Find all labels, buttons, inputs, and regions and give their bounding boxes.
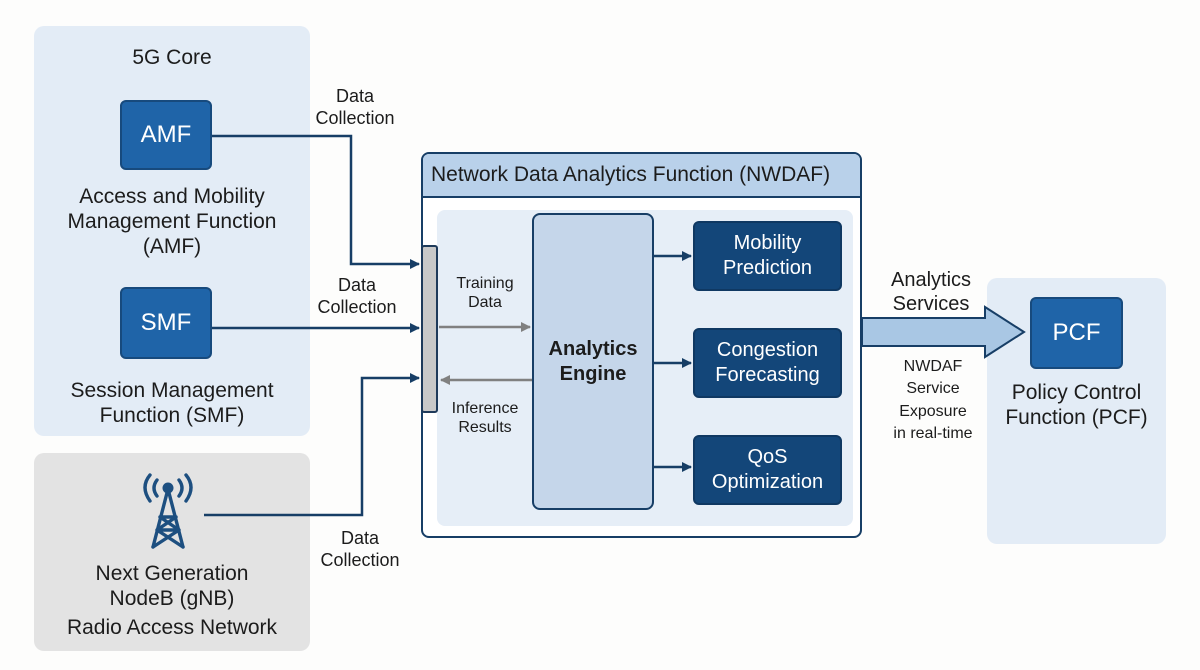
flow-label-line: Inference xyxy=(451,400,519,417)
flow-label-line: Data xyxy=(468,294,502,312)
pcf-label-line: Function (PCF) xyxy=(1005,406,1148,430)
amf-label-line: Access and Mobility xyxy=(79,185,265,208)
amf-label-line: Management Function xyxy=(67,210,277,234)
engine-label-line: Analytics xyxy=(548,337,638,360)
output-label-line: QoS xyxy=(747,446,788,468)
gnb-label-line: Next Generation xyxy=(95,562,249,585)
flow-label-line: Data xyxy=(337,275,377,295)
flow-label-line: Exposure xyxy=(899,402,967,420)
analytics-services-arrow xyxy=(861,305,1026,359)
pcf-box[interactable]: PCF xyxy=(1030,297,1123,369)
gnb-label-line: Radio Access Network xyxy=(66,616,278,640)
inference-results-label: Inference Results xyxy=(442,399,528,437)
pcf-label: Policy Control Function (PCF) xyxy=(987,380,1166,430)
smf-box[interactable]: SMF xyxy=(120,287,212,359)
flow-label-line: Results xyxy=(458,419,512,437)
amf-label: Access and Mobility Management Function … xyxy=(34,184,310,260)
pcf-label-line: Policy Control xyxy=(1011,381,1142,404)
analytics-services-label: Analytics Services xyxy=(874,268,988,316)
flow-label-line: Services xyxy=(892,293,970,315)
data-collection-label-amf: Data Collection xyxy=(304,86,406,129)
smf-label-line: Function (SMF) xyxy=(99,404,245,428)
gnb-label: Next Generation NodeB (gNB) Radio Access… xyxy=(34,561,310,641)
cell-tower-icon xyxy=(143,473,193,549)
amf-label-line: (AMF) xyxy=(142,235,202,259)
data-ingest-bus xyxy=(421,245,438,413)
engine-label-line: Engine xyxy=(559,362,627,385)
data-collection-label-gnb: Data Collection xyxy=(309,528,411,571)
nwdaf-title: Network Data Analytics Function (NWDAF) xyxy=(423,154,860,198)
flow-label-line: Collection xyxy=(317,296,397,317)
gnb-to-nwdaf-connector xyxy=(204,373,420,517)
output-label-line: Optimization xyxy=(711,471,824,493)
flow-label-line: in real-time xyxy=(893,425,973,443)
smf-label-line: Session Management xyxy=(70,379,274,402)
flow-label-line: NWDAF xyxy=(903,358,963,375)
flow-label-line: Service xyxy=(906,380,960,398)
service-exposure-label: NWDAF Service Exposure in real-time xyxy=(876,356,990,446)
data-collection-label-smf: Data Collection xyxy=(306,275,408,318)
flow-label-line: Data xyxy=(340,528,380,548)
training-data-label: Training Data xyxy=(442,274,528,312)
gnb-label-line: NodeB (gNB) xyxy=(109,587,235,611)
smf-label: Session Management Function (SMF) xyxy=(34,378,310,428)
amf-box[interactable]: AMF xyxy=(120,100,212,170)
output-label-line: Congestion xyxy=(716,339,819,361)
core-title: 5G Core xyxy=(132,46,212,69)
analytics-engine[interactable]: Analytics Engine xyxy=(532,213,654,510)
5g-core-panel xyxy=(34,26,310,436)
qos-optimization-box[interactable]: QoS Optimization xyxy=(693,435,842,505)
flow-label-line: Data xyxy=(335,86,375,106)
flow-label-line: Analytics xyxy=(890,269,972,291)
flow-label-line: Training xyxy=(456,275,514,292)
output-label-line: Mobility xyxy=(733,232,802,254)
flow-label-line: Collection xyxy=(315,107,395,128)
output-label-line: Prediction xyxy=(723,257,812,279)
amf-to-nwdaf-connector xyxy=(212,134,420,269)
output-label-line: Forecasting xyxy=(715,364,820,386)
flow-label-line: Collection xyxy=(320,549,400,570)
